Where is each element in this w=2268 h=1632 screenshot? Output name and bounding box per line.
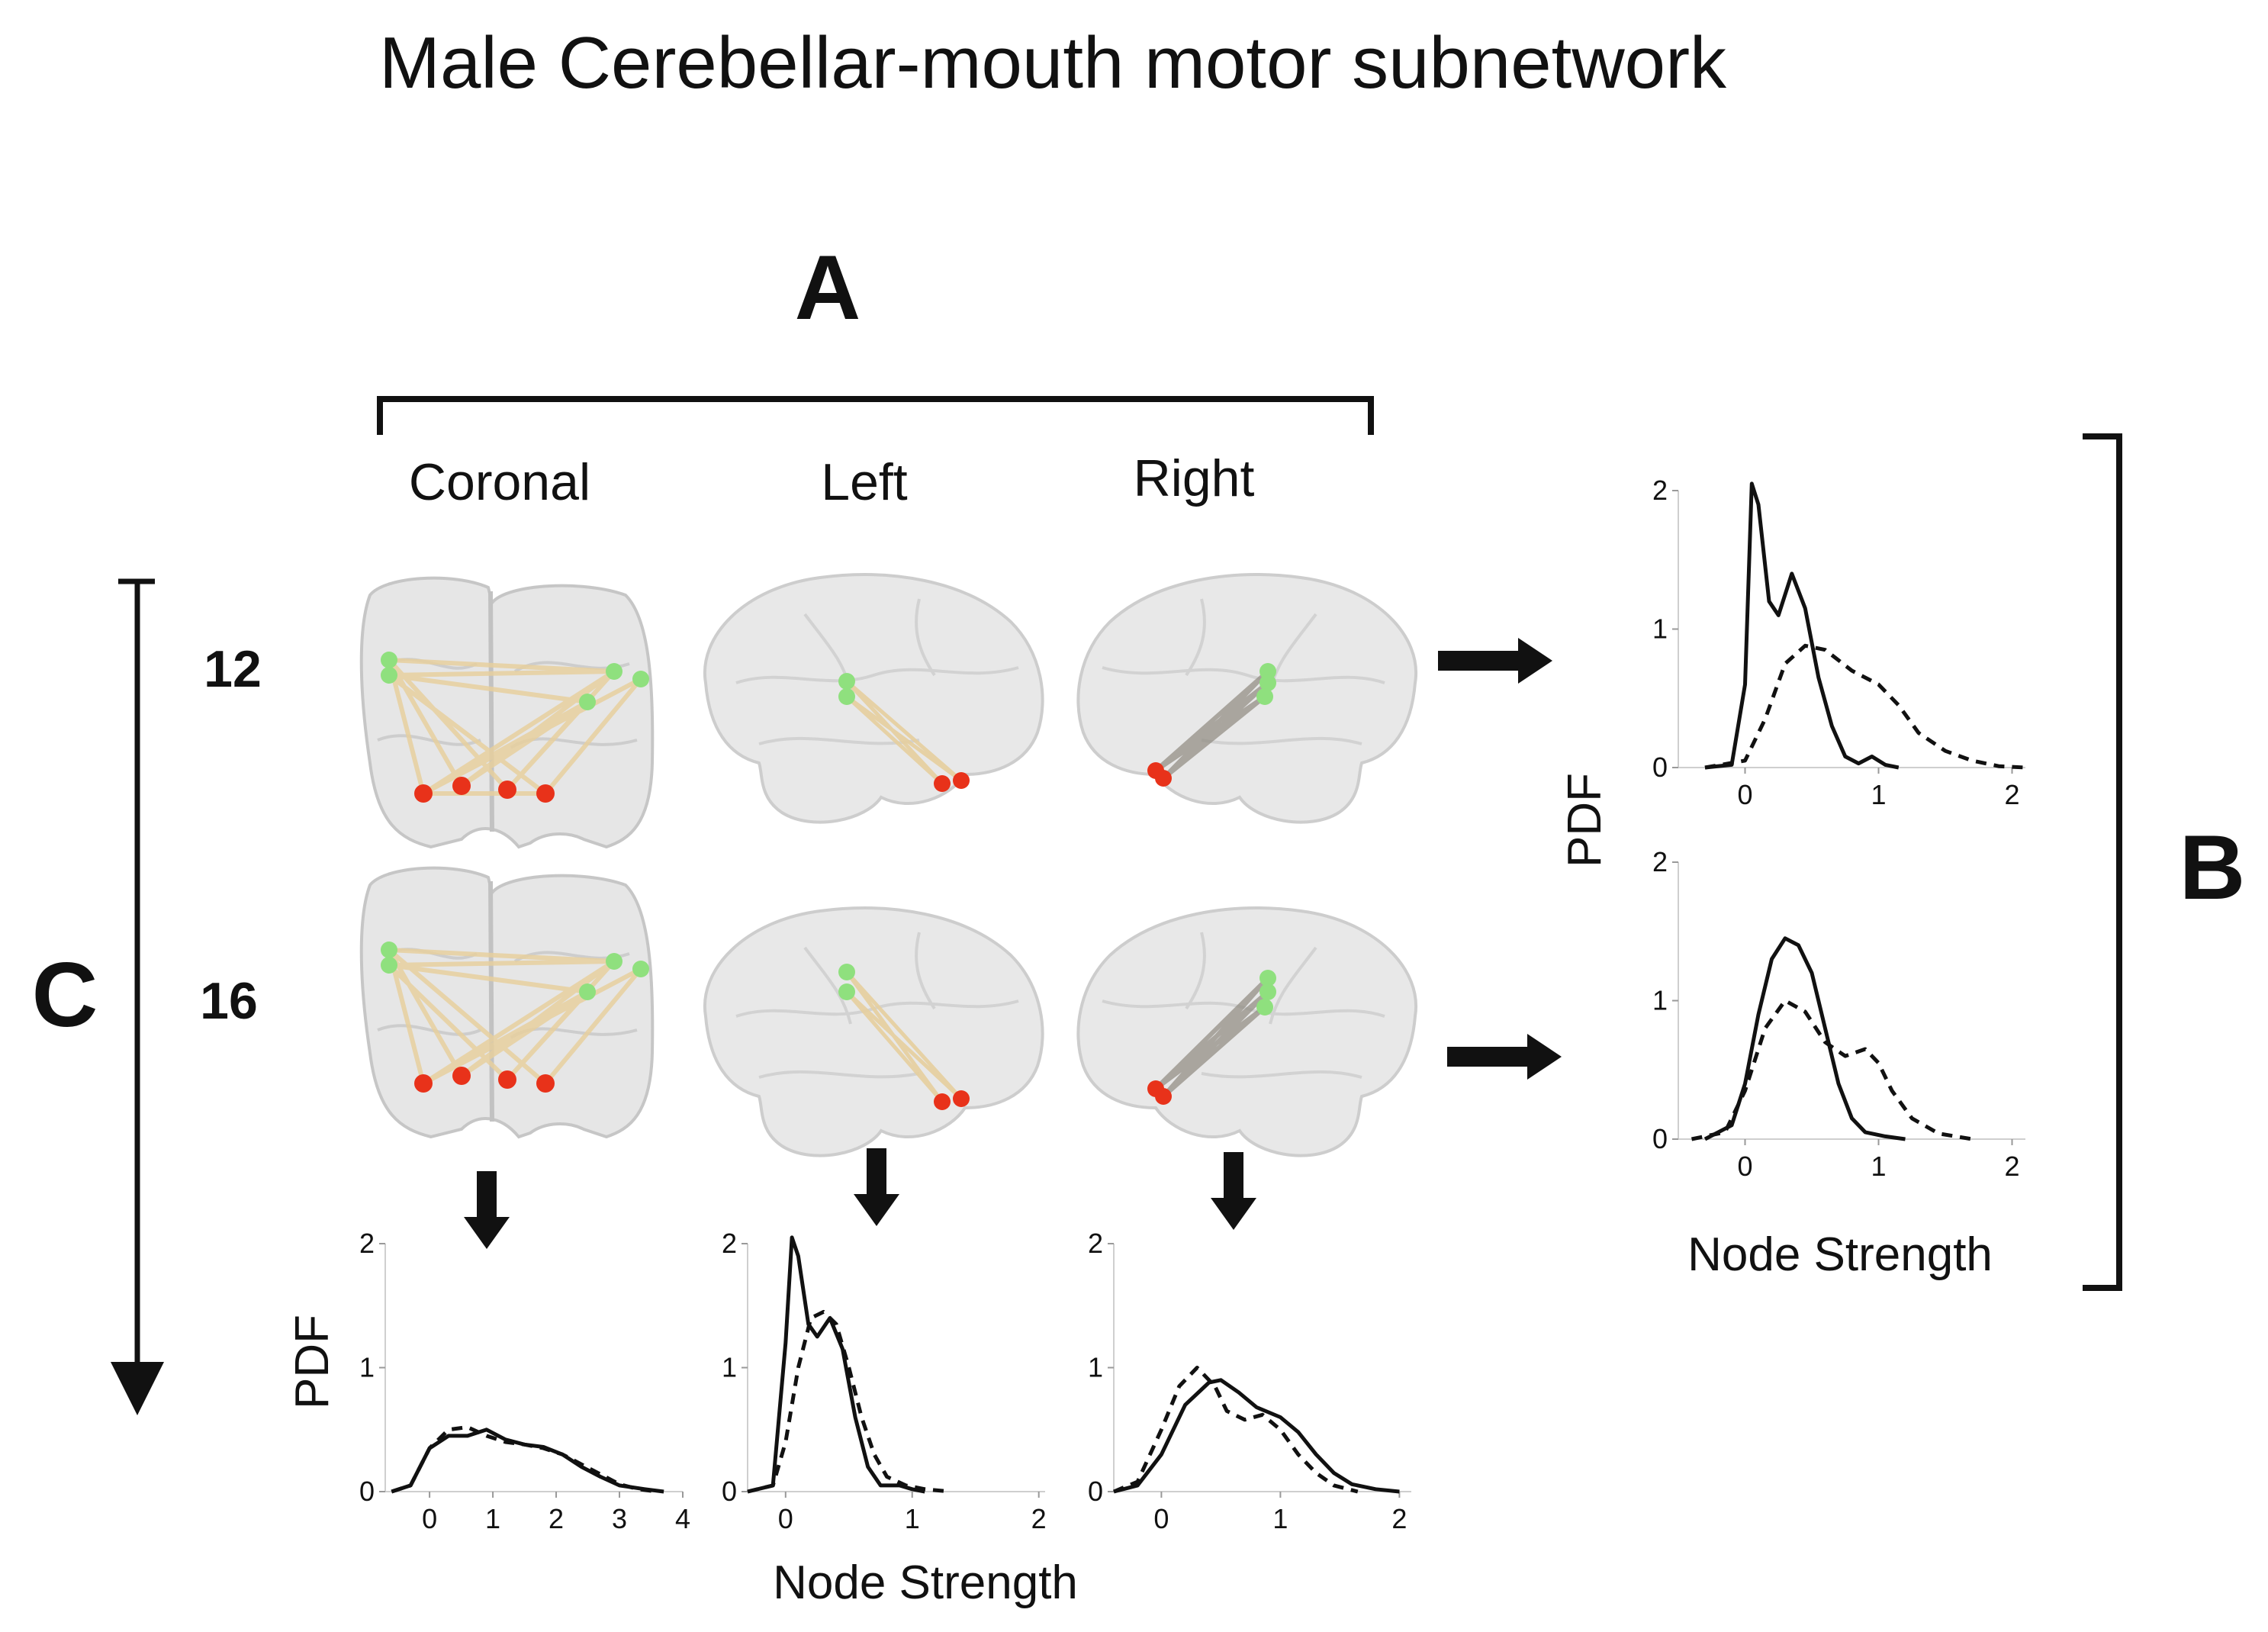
c-ylabel: PDF [286,1315,339,1409]
view-label-coronal: Coronal [409,453,590,511]
panel-a-bracket [377,396,1374,435]
series-solid-line [747,1235,925,1494]
chart-b-top: 0 1 2 0 1 2 [1652,475,2026,810]
arrow-down-icon [854,1148,899,1226]
x-tick-label: 2 [1031,1503,1047,1534]
series-dashed-line [1113,1366,1359,1494]
brain-coronal-row-12 [359,576,655,849]
arrow-down-icon [464,1171,510,1249]
y-tick-label: 2 [1652,846,1668,877]
arrow-right-icon [1438,638,1552,684]
y-tick-label: 0 [359,1476,375,1507]
y-tick-label: 2 [722,1228,737,1259]
brain-left-row-12 [703,573,1044,824]
x-tick-label: 2 [2004,779,2019,810]
chart-b-bottom: 0 1 2 0 1 2 [1652,846,2025,1182]
brain-left-row-16 [703,906,1044,1157]
brain-coronal-icon [359,576,655,849]
chart-c-left: 0 1 2 0 1 2 [722,1228,1047,1534]
view-label-left: Left [821,453,908,511]
panel-label-b: B [2180,816,2246,919]
panel-label-c: C [32,944,98,1046]
series-solid-line [391,1428,664,1494]
x-tick-label: 0 [1737,779,1752,810]
y-tick-label: 0 [1088,1476,1103,1507]
b-xlabel: Node Strength [1687,1228,1993,1281]
y-tick-label: 1 [1652,985,1668,1016]
brain-right-icon [1076,906,1418,1157]
x-tick-label: 2 [1391,1503,1407,1534]
y-tick-label: 2 [1088,1228,1103,1259]
panel-label-a: A [795,237,861,339]
x-tick-label: 1 [1871,1151,1886,1182]
series-dashed-line [747,1309,951,1494]
x-tick-label: 0 [1153,1503,1169,1534]
b-ylabel: PDF [1559,773,1611,868]
chart-c-right: 0 1 2 0 1 2 [1088,1228,1411,1534]
x-tick-label: 0 [422,1503,437,1534]
y-tick-label: 0 [1652,1123,1668,1154]
brain-right-row-12 [1076,573,1418,824]
chart-c-coronal: 0 1 2 0 1 2 3 4 [359,1228,690,1534]
x-tick-label: 3 [612,1503,627,1534]
figure-title: Male Cerebellar-mouth motor subnetwork [379,22,1727,104]
x-tick-label: 2 [2004,1151,2019,1182]
brain-right-row-16 [1076,906,1418,1157]
y-tick-label: 2 [1652,475,1668,506]
brain-left-icon [703,573,1044,824]
series-dashed-line [1704,643,2026,770]
x-tick-label: 1 [485,1503,500,1534]
view-label-right: Right [1134,449,1255,507]
x-tick-label: 0 [1737,1151,1752,1182]
x-tick-label: 4 [675,1503,690,1534]
row-label-16: 16 [200,972,258,1030]
panel-b-bracket [2083,433,2122,1291]
brain-coronal-row-16 [359,866,655,1139]
x-tick-label: 1 [1871,779,1886,810]
x-tick-label: 1 [905,1503,920,1534]
y-tick-label: 1 [1088,1352,1103,1383]
arrow-down-icon [1211,1152,1256,1230]
series-solid-line [1703,936,1906,1141]
y-tick-label: 1 [359,1352,375,1383]
y-tick-label: 1 [1652,613,1668,645]
y-tick-label: 0 [722,1476,737,1507]
y-tick-label: 0 [1652,752,1668,783]
c-xlabel: Node Strength [773,1556,1078,1609]
brain-coronal-icon [359,866,655,1139]
y-tick-label: 2 [359,1228,375,1259]
series-dashed-line [391,1425,658,1494]
x-tick-label: 2 [549,1503,564,1534]
series-solid-line [1704,481,1900,770]
series-solid-line [1113,1378,1400,1494]
arrow-right-icon [1447,1034,1562,1080]
y-tick-label: 1 [722,1352,737,1383]
x-tick-label: 1 [1272,1503,1288,1534]
row-label-12: 12 [204,640,262,698]
x-tick-label: 0 [778,1503,793,1534]
brain-left-icon [703,906,1044,1157]
